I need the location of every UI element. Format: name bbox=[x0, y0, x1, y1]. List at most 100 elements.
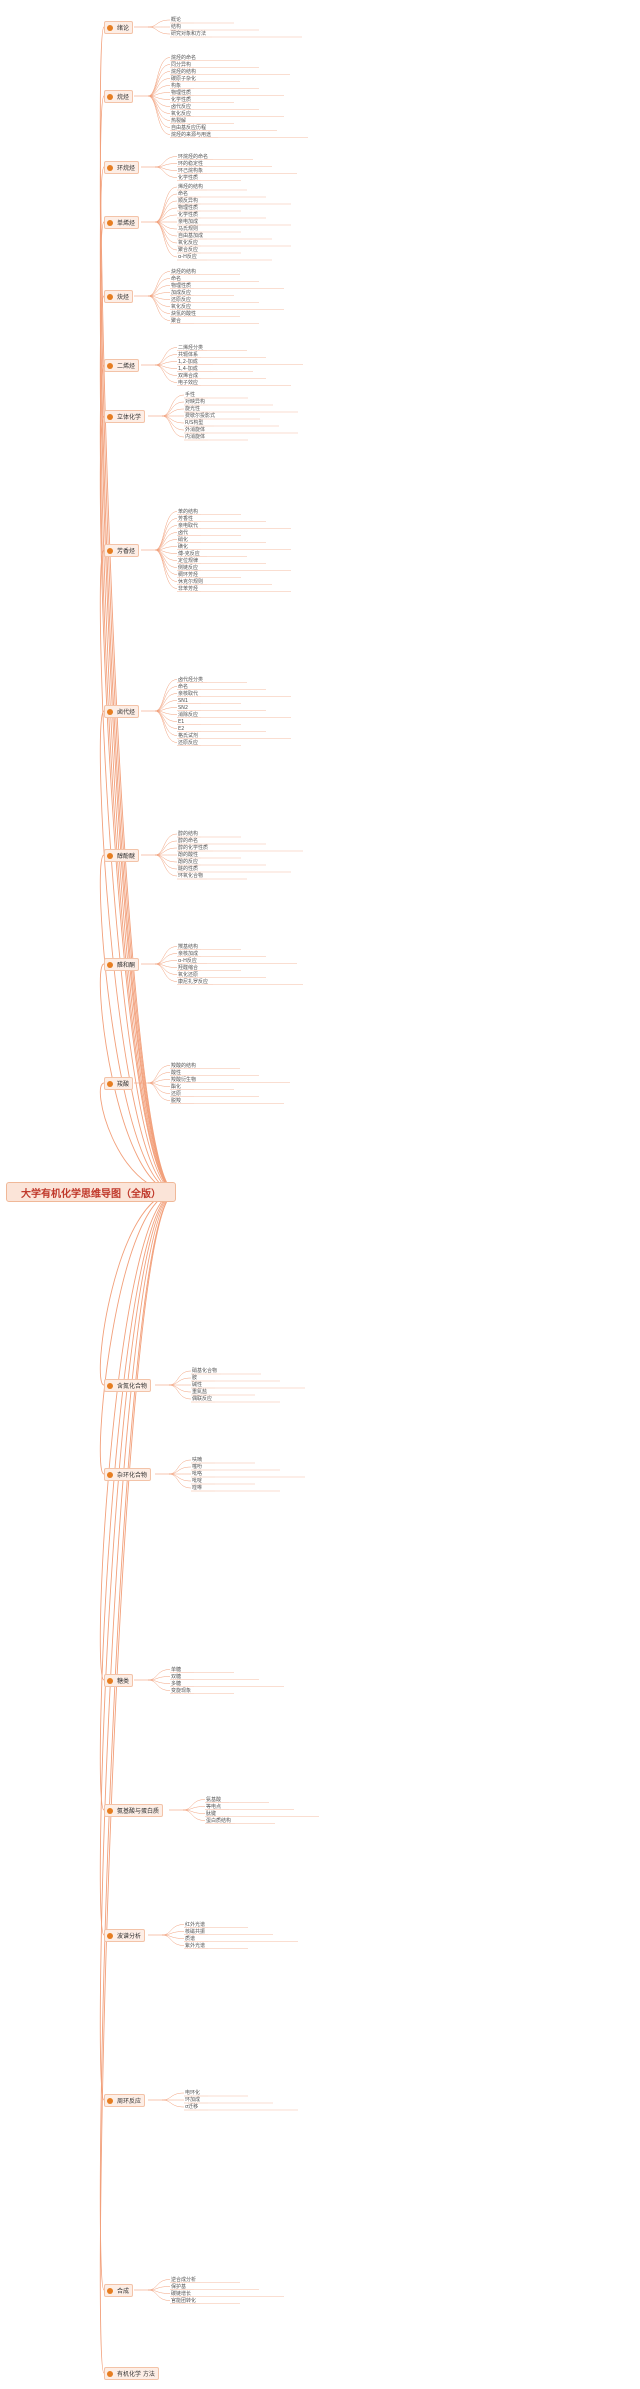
leaf-label[interactable]: 环的稳定性 bbox=[178, 160, 204, 167]
leaf-label[interactable]: 单糖 bbox=[171, 1666, 182, 1673]
leaf-label[interactable]: 旋光性 bbox=[185, 406, 201, 412]
leaf-label[interactable]: 氨基酸 bbox=[206, 1796, 222, 1803]
branch-node[interactable]: 羧酸 bbox=[104, 1077, 134, 1090]
leaf-label[interactable]: SN1 bbox=[178, 697, 189, 704]
leaf-label[interactable]: 加成反应 bbox=[171, 289, 192, 296]
leaf-label[interactable]: 硝基化合物 bbox=[192, 1368, 218, 1374]
leaf-label[interactable]: 羰基结构 bbox=[178, 943, 199, 950]
leaf-label[interactable]: 双烯合成 bbox=[178, 372, 199, 379]
leaf-label[interactable]: 变旋现象 bbox=[171, 1687, 192, 1694]
leaf-label[interactable]: 热裂解 bbox=[171, 117, 187, 124]
leaf-label[interactable]: 双糖 bbox=[171, 1673, 182, 1680]
leaf-label[interactable]: 稠环芳烃 bbox=[178, 571, 199, 578]
leaf-label[interactable]: 紫外光谱 bbox=[185, 1942, 206, 1949]
branch-node[interactable]: 环烷烃 bbox=[104, 161, 140, 174]
leaf-label[interactable]: 外消旋体 bbox=[185, 427, 206, 433]
leaf-label[interactable]: 二烯烃分类 bbox=[178, 344, 204, 351]
leaf-label[interactable]: 命名 bbox=[178, 191, 189, 197]
leaf-label[interactable]: 官能团转化 bbox=[171, 2297, 197, 2304]
leaf-label[interactable]: 碳链增长 bbox=[171, 2290, 192, 2297]
leaf-label[interactable]: 多糖 bbox=[171, 1680, 182, 1687]
leaf-label[interactable]: 卤代烃分类 bbox=[178, 676, 204, 683]
leaf-label[interactable]: 等电点 bbox=[206, 1803, 222, 1810]
leaf-label[interactable]: 研究对象和方法 bbox=[171, 31, 207, 37]
leaf-label[interactable]: 亲核加成 bbox=[178, 950, 199, 957]
branch-node[interactable]: 二烯烃 bbox=[104, 359, 140, 372]
branch-node[interactable]: 氨基酸与蛋白质 bbox=[104, 1804, 164, 1817]
leaf-label[interactable]: 吡啶 bbox=[192, 1478, 203, 1484]
leaf-label[interactable]: 喹啉 bbox=[192, 1485, 203, 1491]
branch-node[interactable]: 炔烃 bbox=[104, 290, 134, 303]
leaf-label[interactable]: 烷烃的结构 bbox=[171, 68, 197, 75]
leaf-label[interactable]: 消除反应 bbox=[178, 711, 199, 718]
leaf-label[interactable]: 噻吩 bbox=[192, 1464, 203, 1470]
root-node-title[interactable]: 大学有机化学思维导图（全版） bbox=[6, 1182, 176, 1202]
leaf-label[interactable]: 共轭体系 bbox=[178, 351, 199, 358]
leaf-label[interactable]: 醇的化学性质 bbox=[178, 845, 209, 851]
leaf-label[interactable]: 概论 bbox=[171, 17, 182, 23]
branch-node[interactable]: 含氮化合物 bbox=[104, 1379, 152, 1392]
leaf-label[interactable]: 物理性质 bbox=[178, 205, 199, 211]
leaf-label[interactable]: 质谱 bbox=[185, 1935, 196, 1942]
branch-node[interactable]: 烷烃 bbox=[104, 90, 134, 103]
leaf-label[interactable]: 马氏规则 bbox=[178, 226, 199, 232]
leaf-label[interactable]: 化学性质 bbox=[178, 212, 199, 218]
leaf-label[interactable]: α-H反应 bbox=[178, 957, 197, 964]
leaf-label[interactable]: 酸性 bbox=[171, 1069, 182, 1076]
leaf-label[interactable]: 亲核取代 bbox=[178, 690, 199, 697]
leaf-label[interactable]: α-H反应 bbox=[178, 254, 197, 260]
leaf-label[interactable]: 对映异构 bbox=[185, 399, 206, 405]
leaf-label[interactable]: 氧化反应 bbox=[178, 240, 199, 246]
leaf-label[interactable]: 酚的酸性 bbox=[178, 852, 199, 858]
leaf-label[interactable]: 自由基反应历程 bbox=[171, 124, 207, 131]
leaf-label[interactable]: 费歇尔投影式 bbox=[185, 413, 216, 419]
leaf-label[interactable]: 傅-克反应 bbox=[178, 550, 200, 557]
leaf-label[interactable]: 化学性质 bbox=[171, 96, 192, 103]
leaf-label[interactable]: 炔烃的结构 bbox=[171, 268, 197, 275]
leaf-label[interactable]: 卤代反应 bbox=[171, 103, 192, 110]
leaf-label[interactable]: 氧化反应 bbox=[171, 303, 192, 310]
leaf-label[interactable]: σ迁移 bbox=[185, 2104, 199, 2110]
leaf-label[interactable]: 环加成 bbox=[185, 2097, 201, 2103]
leaf-label[interactable]: 烯烃的结构 bbox=[178, 184, 204, 190]
leaf-label[interactable]: 康尼扎罗反应 bbox=[178, 978, 209, 985]
leaf-label[interactable]: 定位规律 bbox=[178, 557, 199, 564]
leaf-label[interactable]: 聚合反应 bbox=[178, 247, 199, 253]
leaf-label[interactable]: 聚合 bbox=[171, 317, 182, 324]
leaf-label[interactable]: 亲电取代 bbox=[178, 522, 199, 529]
branch-node[interactable]: 有机化学 方法 bbox=[104, 2367, 159, 2380]
leaf-label[interactable]: 醚的性质 bbox=[178, 866, 199, 872]
leaf-label[interactable]: R/S构型 bbox=[185, 420, 204, 426]
branch-node[interactable]: 卤代烃 bbox=[104, 705, 140, 718]
leaf-label[interactable]: 核磁共振 bbox=[185, 1928, 206, 1935]
leaf-label[interactable]: 红外光谱 bbox=[185, 1921, 206, 1928]
leaf-label[interactable]: 物理性质 bbox=[171, 89, 192, 96]
leaf-label[interactable]: 环己烷构象 bbox=[178, 167, 204, 174]
leaf-label[interactable]: 胺 bbox=[192, 1375, 198, 1381]
leaf-label[interactable]: 醇的结构 bbox=[178, 831, 199, 837]
branch-node[interactable]: 周环反应 bbox=[104, 2094, 146, 2107]
branch-node[interactable]: 单烯烃 bbox=[104, 216, 140, 229]
branch-node[interactable]: 立体化学 bbox=[104, 410, 146, 423]
leaf-label[interactable]: 环烷烃的命名 bbox=[178, 153, 209, 160]
leaf-label[interactable]: 醇的命名 bbox=[178, 838, 199, 844]
leaf-label[interactable]: 电子效应 bbox=[178, 379, 199, 386]
leaf-label[interactable]: 非苯芳烃 bbox=[178, 585, 199, 592]
leaf-label[interactable]: 偶联反应 bbox=[192, 1396, 213, 1402]
leaf-label[interactable]: 手性 bbox=[185, 392, 196, 398]
leaf-label[interactable]: 卤代 bbox=[178, 529, 189, 536]
branch-node[interactable]: 杂环化合物 bbox=[104, 1468, 152, 1481]
leaf-label[interactable]: 脱羧 bbox=[171, 1097, 182, 1104]
leaf-label[interactable]: 1,2-加成 bbox=[178, 358, 198, 365]
leaf-label[interactable]: 烷烃的命名 bbox=[171, 54, 197, 61]
leaf-label[interactable]: 环氧化合物 bbox=[178, 873, 204, 879]
leaf-label[interactable]: 自由基加成 bbox=[178, 233, 204, 239]
leaf-label[interactable]: 还原 bbox=[171, 1090, 182, 1097]
leaf-label[interactable]: 顺反异构 bbox=[178, 198, 199, 204]
leaf-label[interactable]: 酚的反应 bbox=[178, 859, 199, 865]
leaf-label[interactable]: 酯化 bbox=[171, 1083, 182, 1090]
leaf-label[interactable]: 苯的结构 bbox=[178, 508, 199, 515]
leaf-label[interactable]: 氧化还原 bbox=[178, 971, 199, 978]
leaf-label[interactable]: 逆合成分析 bbox=[171, 2276, 197, 2283]
leaf-label[interactable]: 同分异构 bbox=[171, 61, 192, 68]
